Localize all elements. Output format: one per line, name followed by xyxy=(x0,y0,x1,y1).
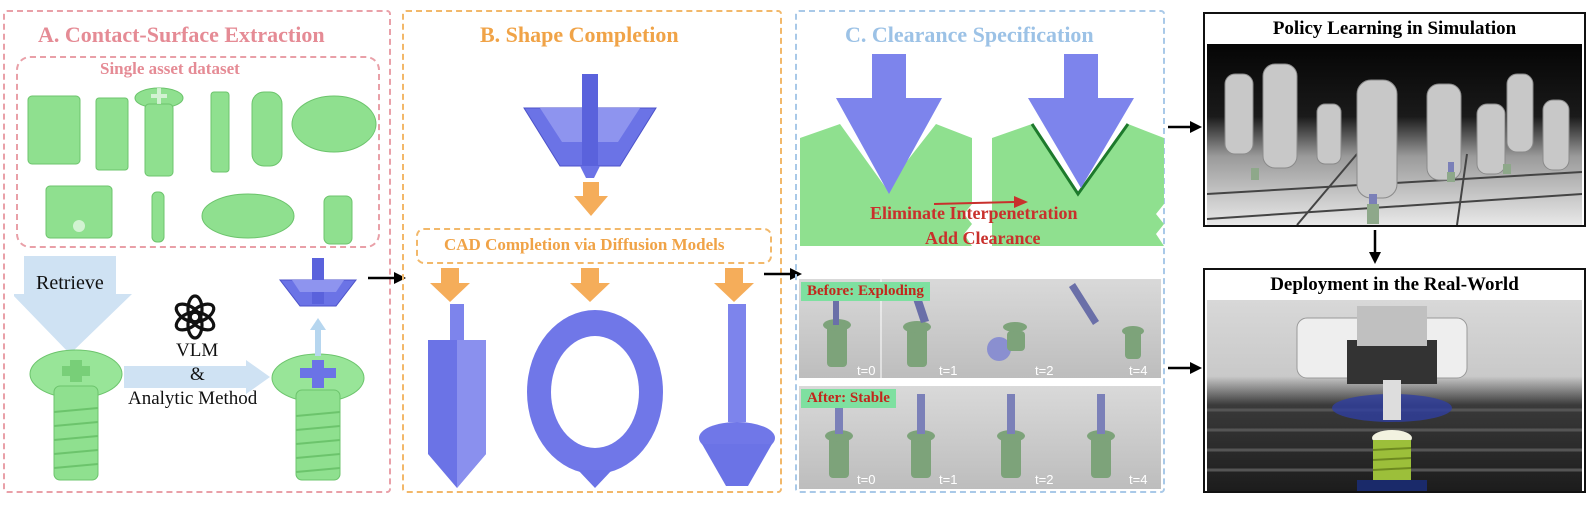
completed-shape-spike xyxy=(428,304,486,488)
eliminate-label: Eliminate Interpenetration xyxy=(870,203,1078,223)
contact-up-arrow xyxy=(310,318,326,356)
before-t1: t=1 xyxy=(939,363,958,378)
panel-a-title: A. Contact-Surface Extraction xyxy=(38,22,325,47)
before-t0: t=0 xyxy=(857,363,876,378)
red-arrow xyxy=(934,196,1028,208)
after-t4: t=4 xyxy=(1129,472,1148,487)
asset-cylinder xyxy=(251,91,283,167)
completed-shape-ring xyxy=(527,310,663,488)
simulation-render xyxy=(1207,44,1582,225)
asset-disc xyxy=(291,95,377,153)
panel-b-title: B. Shape Completion xyxy=(480,22,679,47)
clearance-after-diagram xyxy=(992,54,1164,246)
before-t2: t=2 xyxy=(1035,363,1054,378)
orange-arrows-row xyxy=(430,268,754,302)
panel-contact-surface-extraction xyxy=(3,10,391,493)
dataset-assets xyxy=(27,87,377,245)
arrow-sim-to-real xyxy=(1369,230,1381,264)
before-exploding-label: Before: Exploding xyxy=(801,282,930,301)
panel-clearance-specification xyxy=(795,10,1165,493)
vlm-arrow xyxy=(124,360,270,394)
panel-c-title: C. Clearance Specification xyxy=(845,22,1094,47)
clearance-before-diagram xyxy=(800,54,972,246)
after-stable-label: After: Stable xyxy=(801,389,896,408)
single-asset-dataset-box xyxy=(16,56,380,248)
clearance-label: Add Clearance xyxy=(925,228,1041,248)
asset-clamp xyxy=(201,193,295,239)
after-t2: t=2 xyxy=(1035,472,1054,487)
asset-bracket xyxy=(210,91,230,173)
partial-contact-shape xyxy=(523,74,657,178)
retrieve-label: Retrieve xyxy=(36,272,104,294)
retrieve-arrow xyxy=(14,256,132,354)
dataset-subtitle: Single asset dataset xyxy=(100,59,240,78)
arrow-c-to-real xyxy=(1168,362,1202,374)
orange-arrow-down xyxy=(574,182,608,216)
screw-with-contact xyxy=(271,353,365,481)
asset-cup xyxy=(323,195,353,245)
completed-shape-pin xyxy=(699,304,775,486)
simulation-box: Policy Learning in Simulation xyxy=(1203,12,1586,227)
screw-original xyxy=(29,349,123,481)
extracted-contact-shape xyxy=(278,258,358,307)
vlm-label: VLM xyxy=(176,340,219,361)
asset-ushape xyxy=(45,185,113,239)
arrow-a-to-b xyxy=(368,272,406,284)
real-world-title: Deployment in the Real-World xyxy=(1270,274,1519,295)
after-t0: t=0 xyxy=(857,472,876,487)
real-world-photo xyxy=(1207,300,1582,491)
asset-pin xyxy=(151,191,165,243)
simulation-title: Policy Learning in Simulation xyxy=(1272,18,1517,39)
openai-logo-icon xyxy=(174,294,216,340)
cad-completion-box xyxy=(416,228,772,264)
cad-completion-label: CAD Completion via Diffusion Models xyxy=(444,235,725,254)
asset-block xyxy=(95,97,129,171)
real-world-box: Deployment in the Real-World xyxy=(1203,268,1586,493)
before-exploding-strip: t=0 t=1 t=2 t=4 xyxy=(799,279,1161,378)
before-t4: t=4 xyxy=(1129,363,1148,378)
analytic-method-label: Analytic Method xyxy=(128,388,258,409)
amp-label: & xyxy=(190,364,205,385)
asset-cube xyxy=(27,95,81,165)
panel-shape-completion xyxy=(402,10,782,493)
arrow-c-to-sim xyxy=(1168,121,1202,133)
after-t1: t=1 xyxy=(939,472,958,487)
